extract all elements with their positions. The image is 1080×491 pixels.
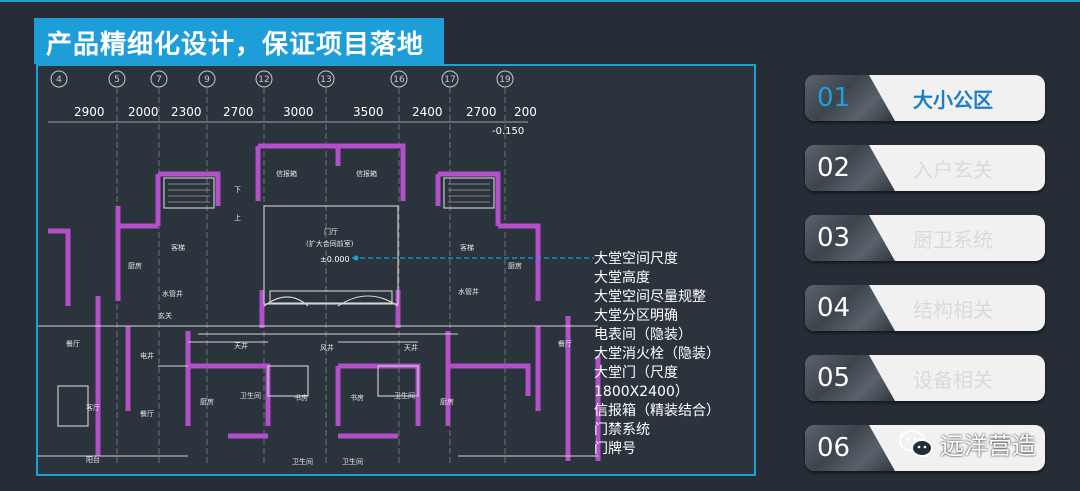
menu-item-04[interactable]: 04 结构相关 — [805, 285, 1045, 331]
axis-label: 7 — [156, 75, 162, 85]
room-label: 客厅 — [86, 403, 100, 412]
axis-label: 12 — [258, 75, 269, 85]
menu-number: 04 — [817, 293, 851, 323]
note-item: 大堂空间尽量规整 — [594, 289, 706, 305]
room-label: 餐厅 — [140, 409, 154, 418]
floor-plan-drawing: 4 5 7 9 12 13 16 17 19 2900 2000 2300 27… — [38, 70, 601, 466]
level-label: -0.150 — [492, 126, 524, 137]
room-label: 信报箱 — [356, 169, 377, 178]
note-item: 大堂高度 — [594, 270, 650, 286]
room-label: 阳台 — [86, 455, 100, 464]
room-label: 上 — [234, 213, 241, 222]
room-label: 下 — [234, 186, 241, 194]
room-label: 厨房 — [128, 261, 142, 270]
room-label: 天井 — [404, 343, 418, 352]
room-label: 厨房 — [440, 397, 454, 406]
axis-label: 4 — [56, 75, 62, 85]
room-label: 书房 — [294, 393, 308, 402]
room-label: 天井 — [234, 341, 248, 350]
floor-plan: 4 5 7 9 12 13 16 17 19 2900 2000 2300 27… — [36, 64, 756, 476]
menu-number-badge: 03 — [805, 215, 895, 261]
watermark-text: 远洋营造 — [940, 432, 1036, 460]
axis-label: 5 — [114, 75, 120, 85]
menu-item-05[interactable]: 05 设备相关 — [805, 355, 1045, 401]
menu-label: 大小公区 — [913, 88, 993, 112]
room-label: 门厅 — [324, 227, 338, 236]
title-banner: 产品精细化设计，保证项目落地 — [34, 18, 444, 64]
note-item: 1800X2400） — [594, 384, 689, 400]
note-item: 大堂分区明确 — [594, 308, 678, 324]
dimension-label: 2300 — [171, 105, 202, 119]
room-label: 风井 — [320, 343, 334, 352]
dimension-label: 2400 — [412, 105, 443, 119]
axis-label: 13 — [320, 75, 331, 85]
dimension-label: 2700 — [466, 105, 497, 119]
menu-number: 06 — [817, 433, 851, 463]
note-item: 信报箱（精装结合） — [594, 403, 720, 419]
interior-lines — [38, 177, 598, 457]
room-label: 电井 — [140, 351, 154, 360]
room-label: 玄关 — [158, 311, 172, 320]
menu-number: 02 — [817, 153, 851, 183]
menu-number: 03 — [817, 223, 851, 253]
menu-item-01[interactable]: 01 大小公区 — [805, 75, 1045, 121]
menu-item-03[interactable]: 03 厨卫系统 — [805, 215, 1045, 261]
dimension-label: 2000 — [128, 105, 159, 119]
menu-number-badge: 05 — [805, 355, 895, 401]
menu-number-badge: 02 — [805, 145, 895, 191]
dimension-label: 3500 — [353, 105, 384, 119]
watermark: 远洋营造 — [898, 426, 1036, 461]
axis-markers — [50, 70, 514, 88]
axis-label: 16 — [393, 75, 405, 85]
note-item: 电表间（隐装） — [594, 327, 692, 343]
dimension-label: 200 — [514, 105, 537, 119]
wechat-icon — [899, 429, 933, 457]
axis-label: 17 — [444, 75, 455, 85]
menu-label: 厨卫系统 — [913, 228, 993, 252]
dimension-label: 3000 — [283, 105, 314, 119]
elevation-label: ±0.000 — [320, 255, 350, 264]
axis-label: 19 — [499, 75, 511, 85]
note-item: 门禁系统 — [594, 422, 650, 438]
page-title: 产品精细化设计，保证项目落地 — [46, 30, 425, 60]
room-label: 客梯 — [171, 243, 185, 252]
menu-number: 01 — [817, 83, 851, 113]
menu-number-badge: 04 — [805, 285, 895, 331]
room-label: 卫生间 — [292, 457, 313, 466]
menu-label: 设备相关 — [913, 368, 993, 392]
room-label: 水管井 — [458, 287, 479, 296]
top-accent-line — [0, 0, 1080, 2]
dimension-label: 2900 — [74, 105, 105, 119]
room-label: 厨房 — [200, 397, 214, 406]
room-label: 餐厅 — [66, 339, 80, 348]
room-label: 卫生间 — [394, 391, 415, 400]
menu-item-02[interactable]: 02 入户玄关 — [805, 145, 1045, 191]
note-item: 大堂门（尺度 — [594, 365, 678, 381]
room-label: 厨房 — [508, 261, 522, 270]
room-label: 信报箱 — [276, 169, 297, 178]
note-item: 大堂空间尺度 — [594, 251, 678, 267]
menu-label: 结构相关 — [913, 298, 993, 322]
menu-label: 入户玄关 — [913, 158, 993, 182]
room-label: (扩大合同前室) — [306, 239, 354, 248]
room-label: 餐厅 — [558, 339, 572, 348]
dimension-label: 2700 — [223, 105, 254, 119]
room-label: 卫生间 — [342, 457, 363, 466]
walls — [48, 143, 601, 461]
axis-label: 9 — [204, 75, 210, 85]
note-item: 大堂消火栓（隐装） — [594, 346, 720, 362]
note-item: 门牌号 — [594, 441, 636, 457]
menu-number-badge: 06 — [805, 425, 895, 471]
callout-dot — [353, 255, 359, 261]
room-label: 水管井 — [162, 289, 183, 298]
room-label: 客梯 — [460, 243, 474, 252]
design-notes: 大堂空间尺度 大堂高度 大堂空间尽量规整 大堂分区明确 电表间（隐装） 大堂消火… — [594, 250, 720, 459]
room-label: 卫生间 — [240, 391, 261, 400]
menu-number-badge: 01 — [805, 75, 895, 121]
menu-number: 05 — [817, 363, 851, 393]
room-label: 书房 — [350, 393, 364, 402]
